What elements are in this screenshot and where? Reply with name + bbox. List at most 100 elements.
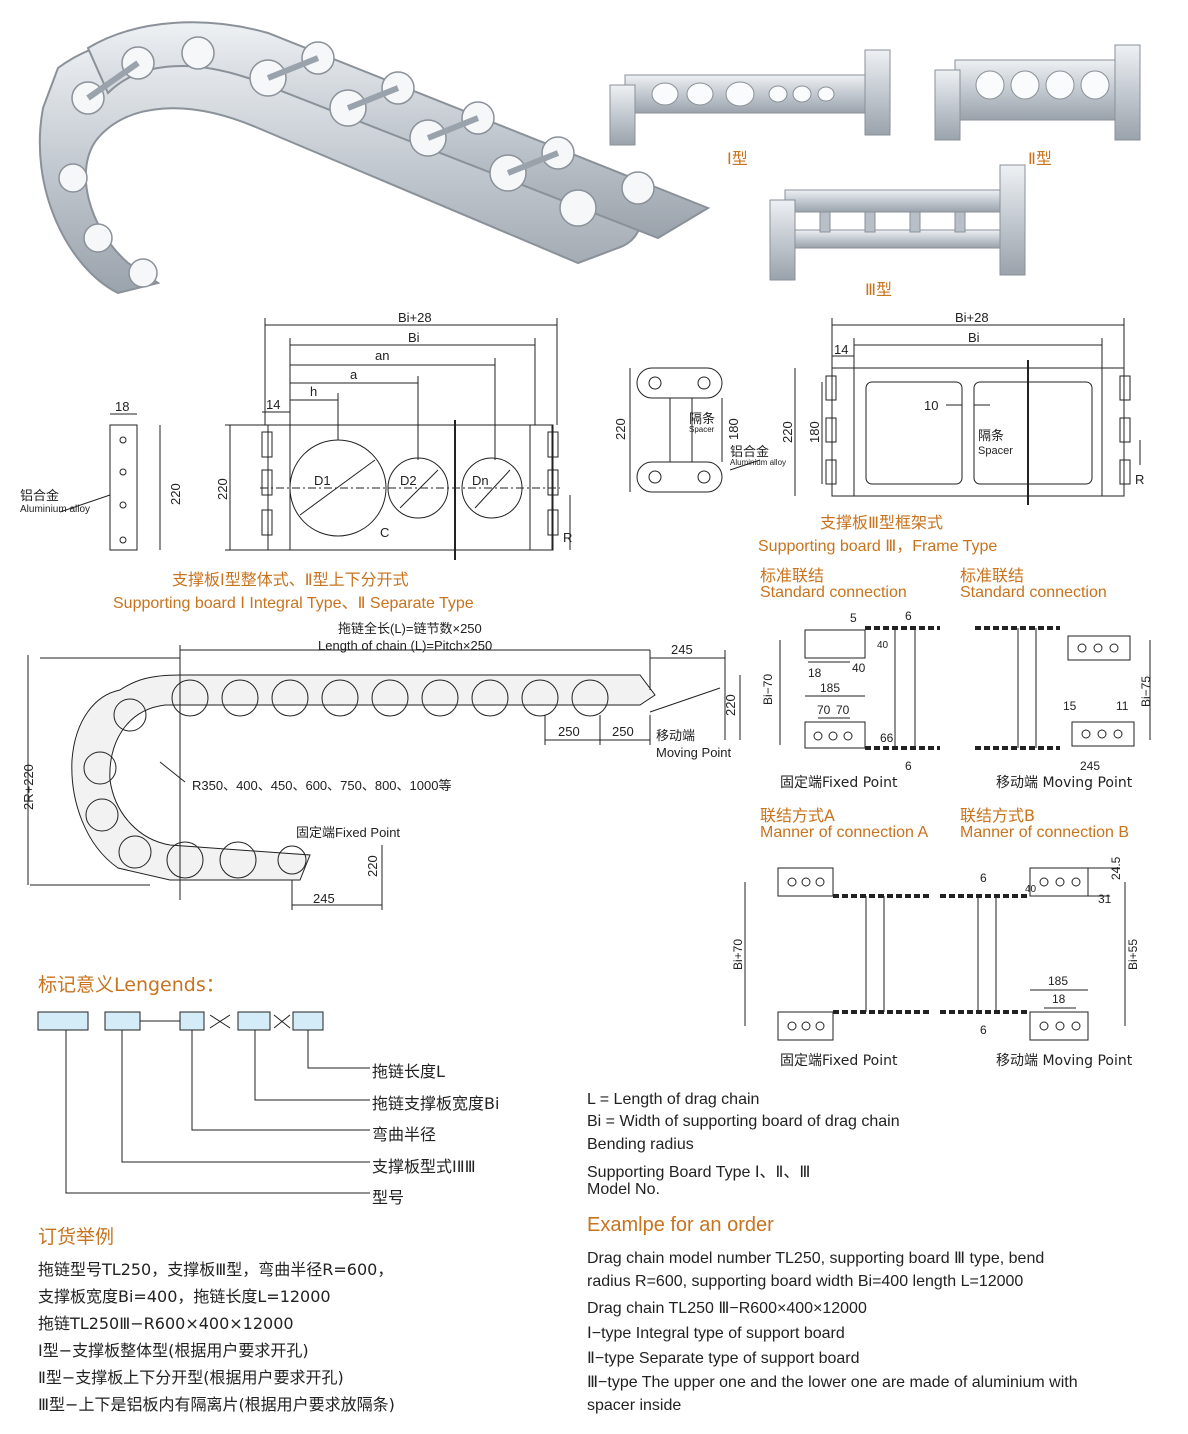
ab-bi55: Bi+55 [1126, 939, 1140, 970]
chain-length-cn: 拖链全长(L)=链节数×250 [338, 621, 482, 636]
legend-title: 标记意义Lengends： [38, 974, 225, 996]
std-conn-en-2: Standard connection [960, 584, 1107, 601]
drag-chain-photo [38, 21, 711, 295]
std-d70a: 70 [817, 703, 831, 717]
frame-dim-220: 220 [780, 421, 795, 443]
order-en-line-6: Ⅲ−type The upper one and the lower one a… [587, 1374, 1078, 1391]
ab-bi70: Bi+70 [731, 939, 745, 970]
dim-c: C [380, 525, 389, 540]
spacer-cn: 隔条 [689, 411, 715, 426]
ab-d6b: 6 [980, 1023, 987, 1037]
chain-d220a: 220 [723, 694, 738, 716]
integral-caption-en: Supporting board Ⅰ Integral Type、Ⅱ Separ… [113, 595, 474, 612]
order-cn-line-6: Ⅲ型−上下是铝板内有隔离片(根据用户要求放隔条) [38, 1395, 395, 1414]
std-d185: 185 [820, 681, 840, 695]
order-en-line-7: spacer inside [587, 1397, 682, 1414]
dim-14: 14 [266, 397, 280, 412]
std-d11: 11 [1116, 699, 1129, 713]
order-en-line-4: Ⅰ−type Integral type of support board [587, 1325, 845, 1342]
type-3-bracket-photo [769, 164, 1026, 281]
standard-connection-drawing: 5 6 40 18 40 185 70 70 66 6 Bi−70 Bi−75 … [761, 609, 1153, 773]
ab-d31: 31 [1098, 892, 1112, 906]
std-d245: 245 [1080, 759, 1100, 773]
dim-r: R [563, 530, 572, 545]
std-moving-label: 移动端 Moving Point [996, 775, 1133, 791]
order-cn-line-1: 拖链型号TL250，支撑板Ⅲ型，弯曲半径R=600， [38, 1260, 394, 1279]
dim-d1: D1 [314, 473, 331, 488]
conn-b-en: Manner of connection B [960, 824, 1129, 841]
legend-item-model: 型号 [372, 1188, 405, 1207]
conn-a-en: Manner of connection A [760, 824, 929, 841]
side-w18: 18 [115, 399, 129, 414]
std-d66: 66 [880, 731, 894, 745]
legend-en-model: Model No. [587, 1181, 660, 1198]
ab-moving-label: 移动端 Moving Point [996, 1053, 1133, 1069]
conn-a-cn: 联结方式A [760, 806, 835, 825]
integral-caption-cn: 支撑板Ⅰ型整体式、Ⅱ型上下分开式 [172, 570, 409, 589]
type-1-bracket-photo [609, 49, 891, 146]
std-conn-en-1: Standard connection [760, 584, 907, 601]
std-conn-cn-1: 标准联结 [760, 566, 825, 585]
legend-en-width: Bi = Width of supporting board of drag c… [587, 1113, 900, 1130]
side-material-cn: 铝合金 [20, 488, 59, 503]
chain-d250a: 250 [558, 724, 580, 739]
frame-board-drawing: 220 180 隔条 Spacer 铝合金 Aluminium alloy Bi… [613, 310, 1144, 505]
spacer-en: Spacer [689, 425, 715, 434]
dim-220: 220 [215, 478, 230, 500]
dim-an: an [375, 348, 389, 363]
type-2-bracket-photo [934, 44, 1141, 141]
ab-d6a: 6 [980, 871, 987, 885]
order-en-title: Examlpe for an order [587, 1214, 774, 1236]
frame-spacer-cn: 隔条 [978, 428, 1004, 443]
frame-caption-cn: 支撑板Ⅲ型框架式 [820, 513, 944, 532]
chain-length-en: Length of chain (L)=Pitch×250 [318, 638, 492, 653]
order-cn-line-3: 拖链TL250Ⅲ−R600×400×12000 [38, 1314, 294, 1333]
ab-d40: 40 [1025, 884, 1037, 895]
order-en-line-3: Drag chain TL250 Ⅲ−R600×400×12000 [587, 1300, 867, 1317]
legend-item-width: 拖链支撑板宽度Bi [372, 1094, 500, 1113]
dim-dn: Dn [472, 473, 489, 488]
std-bi75: Bi−75 [1139, 676, 1153, 707]
frame-dim-14: 14 [834, 342, 848, 357]
chain-d2r: 2R+220 [21, 764, 36, 810]
std-d5: 5 [850, 611, 857, 625]
frame-caption-en: Supporting board Ⅲ，Frame Type [758, 538, 998, 555]
order-en-line-1: Drag chain model number TL250, supportin… [587, 1250, 1045, 1267]
std-bi70: Bi−70 [761, 674, 775, 705]
type-3-label: Ⅲ型 [865, 280, 893, 299]
chain-moving-cn: 移动端 [656, 728, 695, 743]
chain-d220b: 220 [365, 855, 380, 877]
frame-dim-bi: Bi [968, 330, 980, 345]
ab-d18: 18 [1052, 992, 1066, 1006]
spacer-material-cn: 铝合金 [730, 444, 769, 459]
connection-ab-drawing: Bi+70 6 6 40 24.5 31 Bi+55 185 18 [731, 856, 1140, 1041]
chain-d250b: 250 [612, 724, 634, 739]
dim-bi: Bi [408, 330, 420, 345]
chain-fixed: 固定端Fixed Point [296, 825, 400, 840]
chain-radius: R350、400、450、600、750、800、1000等 [192, 778, 451, 793]
order-cn-line-5: Ⅱ型−支撑板上下分开型(根据用户要求开孔) [38, 1368, 344, 1387]
frame-dim-r: R [1135, 472, 1144, 487]
legend-en-length: L = Length of drag chain [587, 1091, 760, 1108]
std-fixed-label: 固定端Fixed Point [780, 775, 898, 791]
std-d40b: 40 [852, 661, 866, 675]
dim-a: a [350, 367, 358, 382]
order-cn-line-4: Ⅰ型−支撑板整体型(根据用户要求开孔) [38, 1341, 309, 1360]
type-2-label: Ⅱ型 [1028, 149, 1052, 168]
legend-en-radius: Bending radius [587, 1136, 694, 1153]
std-conn-cn-2: 标准联结 [960, 566, 1025, 585]
type-1-label: Ⅰ型 [727, 149, 748, 168]
std-d6a: 6 [905, 609, 912, 623]
std-d40a: 40 [877, 640, 889, 651]
legend-item-type: 支撑板型式ⅠⅡⅢ [372, 1157, 476, 1176]
frame-dim-bi28: Bi+28 [955, 310, 989, 325]
dim-d2: D2 [400, 473, 417, 488]
integral-board-drawing: 18 220 铝合金 Aluminium alloy Bi+28 Bi an a… [20, 310, 572, 560]
side-material-en: Aluminium alloy [20, 504, 90, 515]
order-en-line-2: radius R=600, supporting board width Bi=… [587, 1273, 1024, 1290]
ab-d245: 24.5 [1109, 856, 1123, 880]
order-cn-title: 订货举例 [38, 1226, 115, 1248]
frame-dim-180: 180 [807, 421, 822, 443]
spacer-h180: 180 [726, 418, 741, 440]
side-h220: 220 [168, 483, 183, 505]
